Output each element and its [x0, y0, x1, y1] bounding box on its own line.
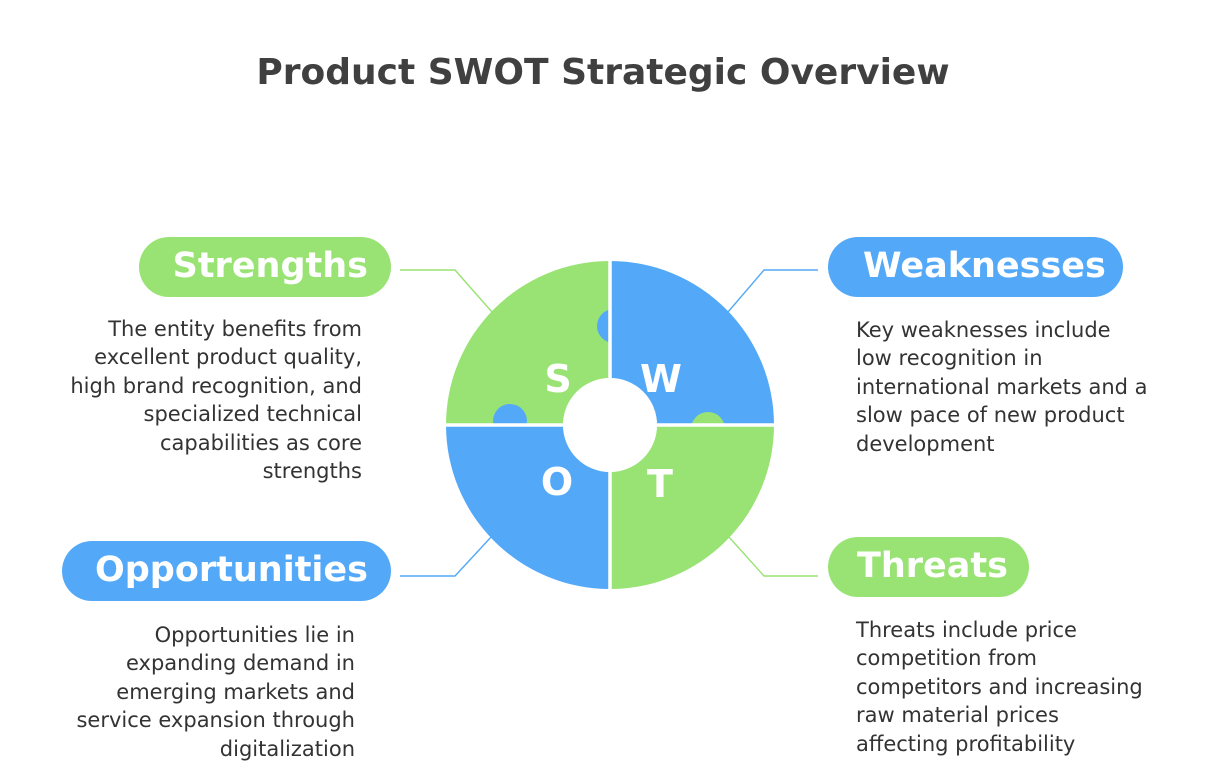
letter-s: S [544, 357, 571, 401]
puzzle-tab-threats [691, 412, 725, 446]
connector-lines [400, 269, 818, 577]
connector-weaknesses [727, 269, 818, 313]
connector-strengths [400, 269, 493, 313]
weaknesses-label: Weaknesses [828, 237, 1123, 297]
threats-description: Threats include price competition from c… [856, 618, 1143, 756]
puzzle-separators [444, 259, 776, 591]
opportunities-description: Opportunities lie in expanding demand in… [76, 623, 355, 761]
quadrant-threats [610, 425, 774, 589]
letter-w: W [640, 357, 682, 401]
letter-o: O [541, 460, 573, 504]
puzzle-tab-weaknesses [597, 309, 631, 343]
weaknesses-description: Key weaknesses include low recognition i… [856, 318, 1148, 456]
strengths-label: Strengths [139, 237, 391, 297]
center-hole [563, 378, 657, 472]
opportunities-label: Opportunities [62, 541, 391, 601]
strengths-description: The entity benefits from excellent produ… [70, 317, 362, 484]
puzzle-tab-opportunities [493, 404, 527, 438]
quadrant-opportunities [446, 425, 610, 589]
quadrant-strengths [446, 261, 610, 425]
threats-label: Threats [828, 537, 1029, 597]
connector-opportunities [400, 535, 493, 577]
letter-t: T [647, 462, 673, 506]
connector-threats [727, 535, 818, 577]
quadrant-weaknesses [610, 261, 774, 425]
page-title: Product SWOT Strategic Overview [256, 52, 950, 93]
